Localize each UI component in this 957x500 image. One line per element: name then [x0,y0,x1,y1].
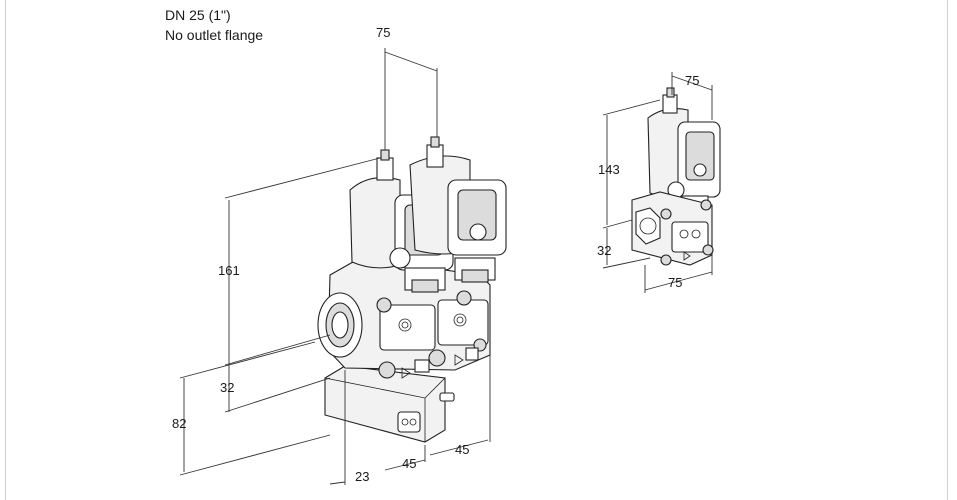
dim-main-bottom-c: 45 [455,442,469,457]
dim-side-height: 143 [598,162,620,177]
main-solenoid-right [409,136,507,283]
left-border [5,0,6,500]
main-dimension-labels: 75 161 32 82 23 45 45 [172,25,469,484]
dim-main-base-height: 82 [172,416,186,431]
main-dimension-lines [179,48,491,485]
right-border [947,0,948,500]
dim-main-bottom-a: 23 [355,469,369,484]
dim-main-lower-height: 32 [220,380,234,395]
size-caption: DN 25 (1") [165,7,231,23]
dim-main-height: 161 [218,263,240,278]
side-dimension-lines [602,72,713,293]
main-valve-assembly [317,136,507,443]
dim-side-top-width: 75 [685,73,699,88]
side-dimension-labels: 75 143 32 75 [597,73,699,290]
side-valve-view [631,87,721,266]
outlet-note: No outlet flange [165,27,264,43]
main-base-block [324,365,455,443]
dim-side-bottom-width: 75 [668,275,682,290]
main-valve-body [317,257,491,379]
dim-main-bottom-b: 45 [402,456,416,471]
dim-main-top-width: 75 [376,25,390,40]
dim-side-lower-height: 32 [597,243,611,258]
